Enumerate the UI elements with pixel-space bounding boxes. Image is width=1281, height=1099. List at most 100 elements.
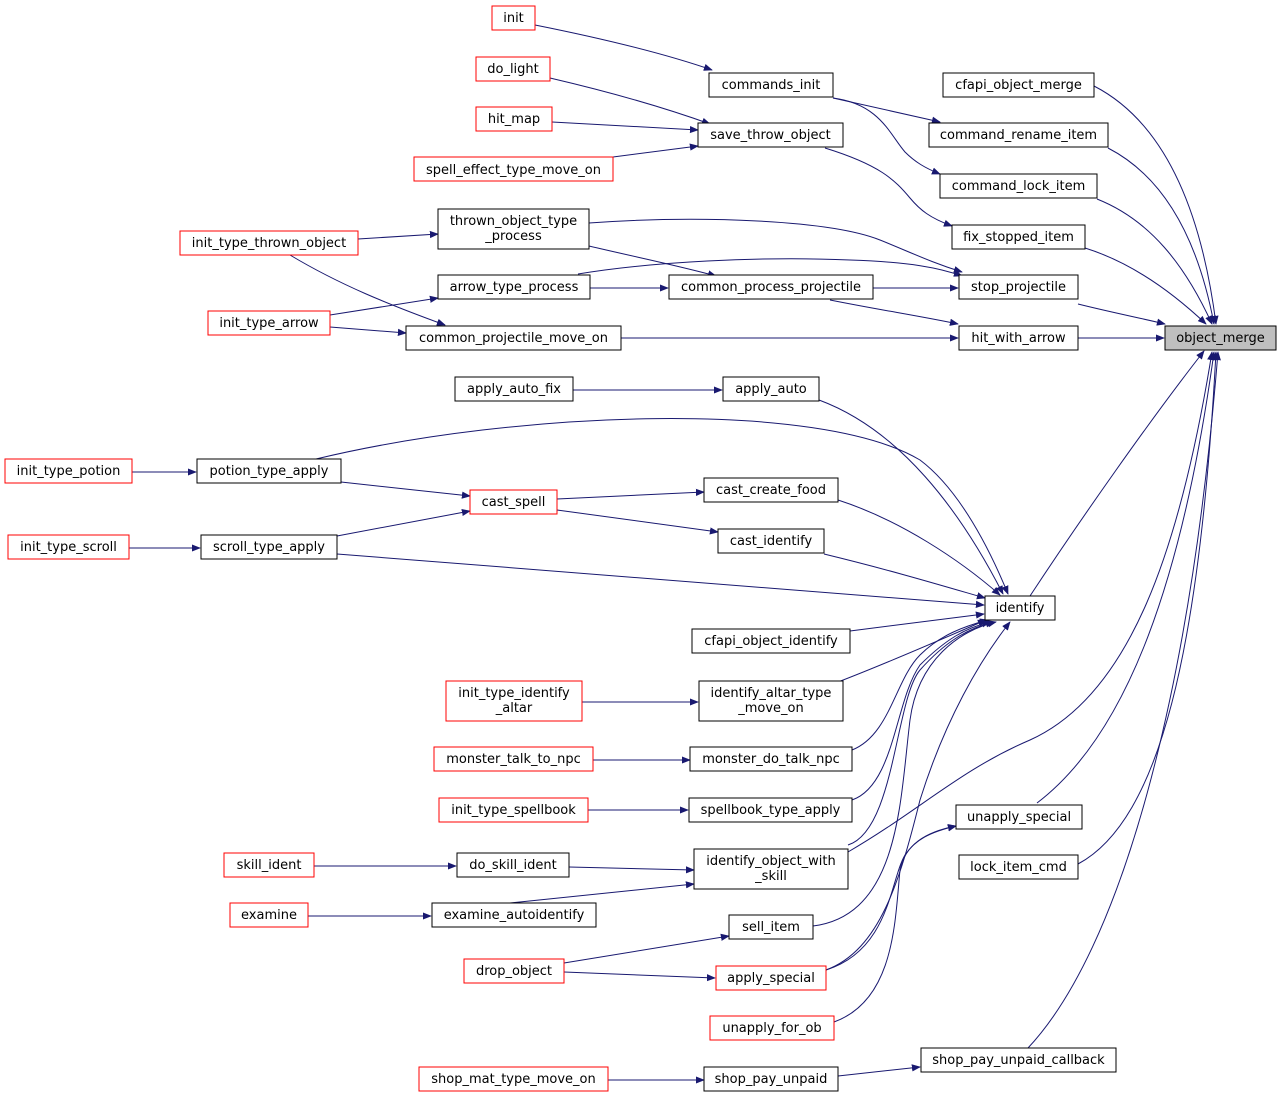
node-cast_spell[interactable]: cast_spell [469, 489, 558, 515]
edge-do_skill_ident-identify_object_with_skill [568, 866, 695, 874]
node-thrown_object_type_process[interactable]: thrown_object_type _process [437, 208, 590, 250]
node-label: sell_item [742, 920, 800, 935]
node-shop_mat_type_move_on[interactable]: shop_mat_type_move_on [418, 1066, 609, 1092]
node-common_process_projectile[interactable]: common_process_projectile [668, 274, 874, 300]
edge-command_lock_item-object_merge [1096, 198, 1213, 325]
edge-spell_effect-save_throw_object [612, 143, 699, 158]
node-label: object_merge [1176, 331, 1265, 346]
node-label: potion_type_apply [210, 464, 329, 479]
node-label: init_type_scroll [20, 540, 117, 555]
node-init_type_scroll[interactable]: init_type_scroll [7, 534, 130, 560]
node-command_rename_item[interactable]: command_rename_item [928, 122, 1109, 148]
node-label: lock_item_cmd [970, 860, 1067, 875]
edge-apply_auto-identify [818, 399, 1004, 595]
node-examine[interactable]: examine [229, 902, 309, 928]
node-label: cast_create_food [716, 483, 826, 498]
node-label: unapply_for_ob [722, 1021, 821, 1036]
node-init[interactable]: init [491, 5, 536, 31]
node-scroll_type_apply[interactable]: scroll_type_apply [200, 534, 338, 560]
edge-thrown_object_type_process-common_process_projectile [588, 245, 717, 278]
node-init_type_potion[interactable]: init_type_potion [4, 458, 133, 484]
node-init_type_spellbook[interactable]: init_type_spellbook [438, 797, 589, 823]
node-label: command_rename_item [940, 128, 1097, 143]
node-shop_pay_unpaid_callback[interactable]: shop_pay_unpaid_callback [920, 1047, 1117, 1073]
node-label: shop_pay_unpaid_callback [932, 1053, 1105, 1068]
node-apply_special[interactable]: apply_special [715, 965, 827, 991]
node-unapply_special[interactable]: unapply_special [955, 804, 1083, 830]
node-spell_effect_type_move_on[interactable]: spell_effect_type_move_on [413, 156, 614, 182]
node-init_type_identify_altar[interactable]: init_type_identify _altar [445, 680, 583, 722]
node-shop_pay_unpaid[interactable]: shop_pay_unpaid [703, 1066, 839, 1092]
node-label: init_type_arrow [219, 316, 319, 331]
node-label: identify [996, 601, 1045, 616]
node-lock_item_cmd[interactable]: lock_item_cmd [958, 854, 1079, 880]
node-label: commands_init [722, 78, 821, 93]
node-identify_object_with_skill[interactable]: identify_object_with _skill [693, 848, 849, 890]
edge-scroll_type_apply-cast_spell [336, 508, 471, 537]
edge-cast_spell-cast_create_food [556, 488, 705, 500]
edge-examine_autoidentify-identify_object_with_skill [509, 881, 695, 904]
node-label: monster_do_talk_npc [702, 752, 840, 767]
node-hit_with_arrow[interactable]: hit_with_arrow [958, 325, 1079, 351]
node-command_lock_item[interactable]: command_lock_item [939, 173, 1098, 199]
node-label: do_skill_ident [469, 858, 557, 873]
node-common_projectile_move_on[interactable]: common_projectile_move_on [405, 325, 622, 351]
edge-init-commands_init [534, 24, 713, 71]
edge-shop_pay_unpaid_callback-object_merge [1027, 351, 1221, 1049]
node-fix_stopped_item[interactable]: fix_stopped_item [951, 224, 1086, 250]
node-label: stop_projectile [971, 280, 1066, 295]
node-do_light[interactable]: do_light [475, 56, 551, 82]
node-examine_autoidentify[interactable]: examine_autoidentify [431, 902, 597, 928]
edge-cfapi_object_merge-object_merge [1093, 85, 1219, 325]
node-arrow_type_process[interactable]: arrow_type_process [437, 274, 591, 300]
node-init_type_thrown_object[interactable]: init_type_thrown_object [179, 230, 359, 256]
node-label: arrow_type_process [450, 280, 579, 295]
node-spellbook_type_apply[interactable]: spellbook_type_apply [688, 797, 853, 823]
edge-identify_object_with_skill-identify [847, 620, 995, 846]
node-apply_auto[interactable]: apply_auto [722, 376, 820, 402]
node-monster_do_talk_npc[interactable]: monster_do_talk_npc [689, 746, 853, 772]
node-label: spell_effect_type_move_on [426, 163, 601, 178]
edge-identify_altar_type_move_on-identify [837, 619, 987, 683]
node-init_type_arrow[interactable]: init_type_arrow [207, 310, 331, 336]
node-label: save_throw_object [710, 128, 830, 143]
edge-fix_stopped_item-object_merge [1084, 247, 1207, 325]
node-unapply_for_ob[interactable]: unapply_for_ob [709, 1015, 835, 1041]
node-object_merge[interactable]: object_merge [1164, 325, 1277, 351]
node-label: command_lock_item [952, 179, 1086, 194]
edge-hit_map-save_throw_object [551, 121, 699, 134]
node-cfapi_object_identify[interactable]: cfapi_object_identify [691, 628, 851, 654]
node-save_throw_object[interactable]: save_throw_object [697, 122, 844, 148]
edge-spellbook_type_apply-identify [851, 620, 991, 801]
node-label: init_type_thrown_object [192, 236, 346, 251]
node-label-line1: init_type_identify [458, 686, 570, 701]
node-stop_projectile[interactable]: stop_projectile [958, 274, 1079, 300]
node-sell_item[interactable]: sell_item [728, 914, 814, 940]
node-hit_map[interactable]: hit_map [475, 106, 553, 132]
node-label: shop_pay_unpaid [715, 1072, 828, 1087]
edge-potion_type_apply-cast_spell [340, 481, 471, 499]
node-label-line2: _skill [754, 869, 787, 884]
node-cfapi_object_merge[interactable]: cfapi_object_merge [942, 72, 1095, 98]
node-label-line2: _altar [495, 701, 533, 716]
edge-cast_identify-identify [823, 553, 986, 600]
node-label: monster_talk_to_npc [446, 752, 580, 767]
edge-unapply_for_ob-unapply_special [833, 824, 957, 1023]
node-apply_auto_fix[interactable]: apply_auto_fix [454, 376, 574, 402]
node-potion_type_apply[interactable]: potion_type_apply [196, 458, 342, 484]
edge-init_type_thrown_object-common_projectile_move_on [289, 254, 446, 326]
node-drop_object[interactable]: drop_object [463, 958, 565, 984]
node-label: apply_auto_fix [467, 382, 561, 397]
node-skill_ident[interactable]: skill_ident [223, 852, 315, 878]
edge-lock_item_cmd-object_merge [1077, 351, 1220, 865]
edge-drop_object-apply_special [563, 971, 716, 982]
edge-do_light-save_throw_object [549, 77, 711, 125]
node-identify_altar_type_move_on[interactable]: identify_altar_type _move_on [698, 680, 844, 722]
node-label-line1: thrown_object_type [450, 214, 577, 229]
node-identify[interactable]: identify [984, 595, 1056, 621]
node-monster_talk_to_npc[interactable]: monster_talk_to_npc [433, 746, 594, 772]
node-cast_create_food[interactable]: cast_create_food [703, 477, 839, 503]
node-commands_init[interactable]: commands_init [708, 72, 834, 98]
node-do_skill_ident[interactable]: do_skill_ident [456, 852, 570, 878]
node-cast_identify[interactable]: cast_identify [717, 528, 825, 554]
